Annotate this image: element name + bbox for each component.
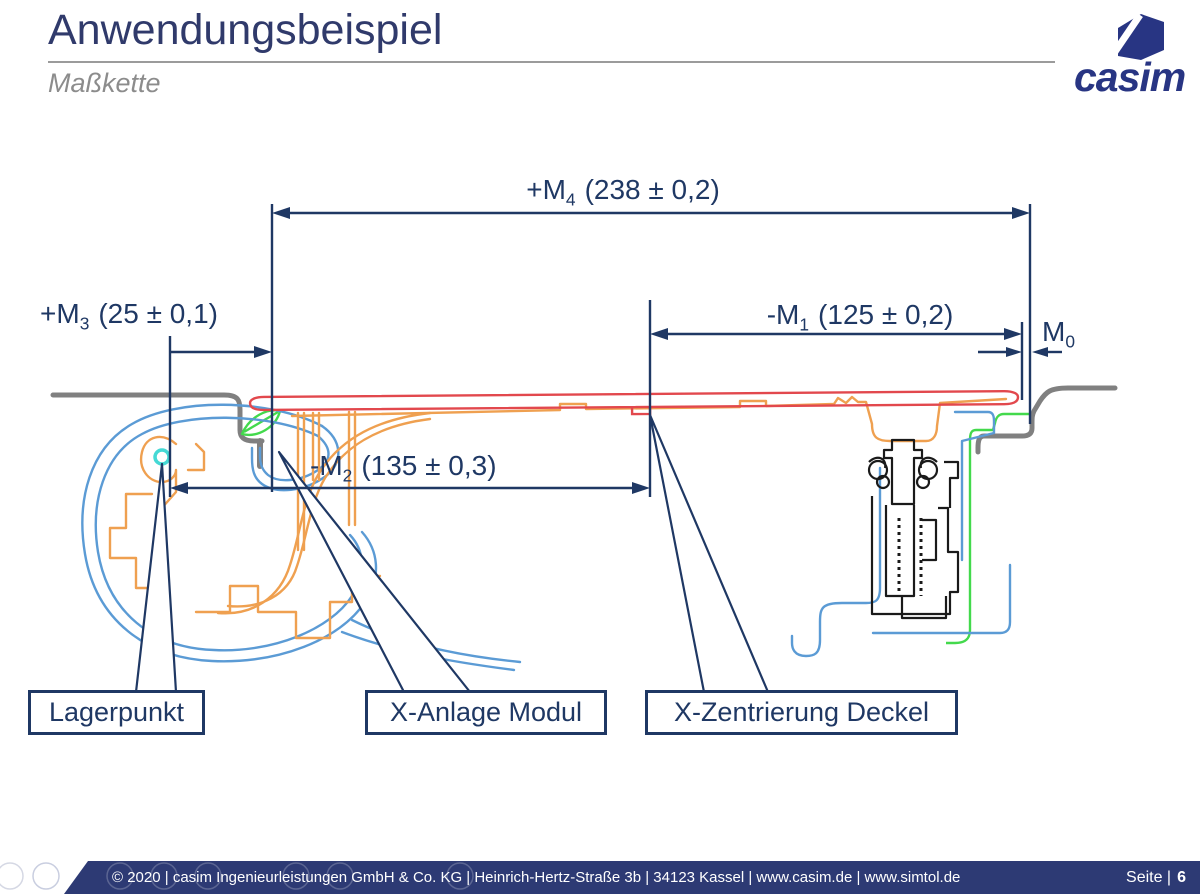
m2-value: (135 ± 0,3) (361, 450, 497, 481)
m1-value: (125 ± 0,2) (818, 299, 954, 330)
callout-x-zentrierung-deckel-label: X-Zentrierung Deckel (673, 697, 930, 727)
callout-x-zentrierung-deckel: X-Zentrierung Deckel (645, 690, 958, 735)
m4-subscript: 4 (565, 189, 576, 210)
dimension-label-m2: -M2 (135 ± 0,3) (310, 450, 497, 487)
m3-value: (25 ± 0,1) (98, 298, 218, 329)
callout-lagerpunkt-label: Lagerpunkt (48, 697, 185, 727)
red-deckel (248, 389, 1020, 416)
m4-value: (238 ± 0,2) (584, 174, 720, 205)
m2-prefix: -M (310, 450, 343, 481)
dimension-label-m1: -M1 (125 ± 0,2) (720, 299, 1000, 336)
datum-gray-right (975, 385, 1118, 455)
m4-prefix: +M (526, 174, 566, 205)
dimension-lines (168, 204, 1062, 497)
leader-x-zentrierung (648, 413, 770, 694)
footer-page-number: 6 (1177, 868, 1186, 886)
footer-copyright: © 2020 | casim Ingenieurleistungen GmbH … (112, 869, 961, 886)
callout-x-anlage-modul-label: X-Anlage Modul (389, 697, 583, 727)
dimension-label-m4: +M4 (238 ± 0,2) (463, 174, 783, 211)
orange-module (108, 395, 1008, 640)
callout-x-anlage-modul: X-Anlage Modul (365, 690, 607, 735)
m0-subscript: 0 (1065, 331, 1075, 352)
m3-subscript: 3 (79, 313, 90, 334)
m1-prefix: -M (766, 299, 800, 330)
footer-bar (64, 861, 1200, 894)
footer: © 2020 | casim Ingenieurleistungen GmbH … (0, 861, 1200, 894)
footer-page-label: Seite | (1126, 868, 1172, 886)
page-subtitle: Maßkette (48, 68, 161, 98)
casim-logo: casim (1072, 8, 1198, 100)
m3-prefix: +M (40, 298, 80, 329)
page-title: Anwendungsbeispiel (48, 6, 1055, 63)
m2-subscript: 2 (342, 465, 353, 486)
dimension-arrowheads (170, 207, 1048, 494)
lagerpunkt-marker (153, 448, 171, 466)
m1-subscript: 1 (799, 314, 810, 335)
dimension-label-m3: +M3 (25 ± 0,1) (40, 298, 218, 335)
logo-wordmark: casim (1074, 54, 1186, 100)
logo-cube-icon (1110, 13, 1164, 62)
blue-seal (81, 403, 1012, 672)
m0-prefix: M (1042, 316, 1066, 347)
dimension-label-m0: M0 (1042, 316, 1084, 353)
callout-lagerpunkt: Lagerpunkt (28, 690, 205, 735)
footer-page-indicator: Seite | 6 (1126, 861, 1186, 894)
black-clip (867, 438, 960, 620)
